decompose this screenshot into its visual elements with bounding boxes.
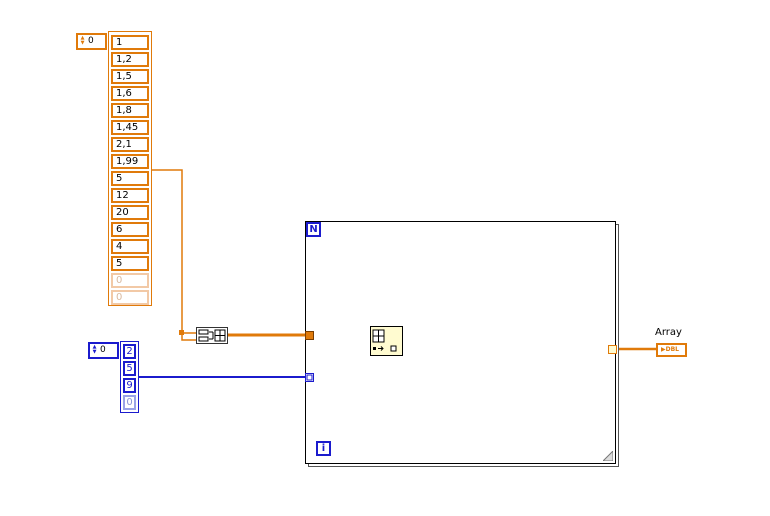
loop-count-terminal[interactable]: N (306, 222, 321, 237)
loop-input-tunnel-orange[interactable] (305, 331, 314, 340)
loop-output-tunnel[interactable] (608, 345, 617, 354)
orange-array-constant[interactable]: 1 1,2 1,5 1,6 1,8 1,45 2,1 1,99 5 12 20 6 4 5 0 0 (108, 31, 152, 306)
for-loop-structure[interactable] (305, 221, 616, 464)
orange-array-element[interactable]: 5 (111, 256, 149, 271)
orange-array-empty-element[interactable]: 0 (111, 273, 149, 288)
orange-array-element[interactable]: 2,1 (111, 137, 149, 152)
loop-input-tunnel-blue[interactable] (305, 373, 314, 382)
wire-junction-dot (179, 330, 184, 335)
orange-array-element[interactable]: 1,45 (111, 120, 149, 135)
blue-array-constant[interactable]: 2 5 9 0 (120, 341, 139, 413)
build-array-node[interactable] (196, 327, 228, 344)
loop-iteration-terminal[interactable]: i (316, 441, 331, 456)
blue-array-element[interactable]: 5 (123, 361, 136, 376)
wire-orange-junction-branch[interactable] (181, 333, 196, 341)
blue-array-empty-element[interactable]: 0 (123, 395, 136, 410)
orange-array-element[interactable]: 12 (111, 188, 149, 203)
index-array-node[interactable] (370, 326, 403, 356)
orange-array-element[interactable]: 1,5 (111, 69, 149, 84)
orange-array-element[interactable]: 5 (111, 171, 149, 186)
wire-orange-array-out[interactable] (151, 169, 196, 334)
orange-array-element[interactable]: 1,6 (111, 86, 149, 101)
index-spinner-icon[interactable]: ▲▼ (80, 35, 85, 46)
build-array-icon (198, 329, 226, 342)
index-array-icon (372, 329, 397, 352)
loop-resize-handle-icon[interactable] (603, 451, 613, 461)
orange-array-element[interactable]: 1,8 (111, 103, 149, 118)
orange-array-empty-element[interactable]: 0 (111, 290, 149, 305)
orange-array-element[interactable]: 1 (111, 35, 149, 50)
indicator-type-label: DBL (665, 346, 680, 353)
orange-array-element[interactable]: 4 (111, 239, 149, 254)
orange-array-element[interactable]: 1,2 (111, 52, 149, 67)
orange-array-element[interactable]: 20 (111, 205, 149, 220)
orange-array-element[interactable]: 1,99 (111, 154, 149, 169)
orange-array-index[interactable]: ▲▼ 0 (76, 33, 107, 50)
orange-array-element[interactable]: 6 (111, 222, 149, 237)
orange-index-value[interactable]: 0 (88, 36, 94, 46)
blue-array-index[interactable]: ▲▼ 0 (88, 342, 119, 359)
blue-array-element[interactable]: 9 (123, 378, 136, 393)
blue-array-element[interactable]: 2 (123, 344, 136, 359)
array-indicator-terminal[interactable]: ▶DBL (656, 343, 687, 357)
indicator-arrow-icon: ▶ (661, 346, 666, 353)
index-spinner-icon[interactable]: ▲▼ (92, 344, 97, 355)
blue-index-value[interactable]: 0 (100, 345, 106, 355)
tunnel-index-icon (306, 374, 313, 381)
array-indicator-label: Array (655, 327, 682, 338)
